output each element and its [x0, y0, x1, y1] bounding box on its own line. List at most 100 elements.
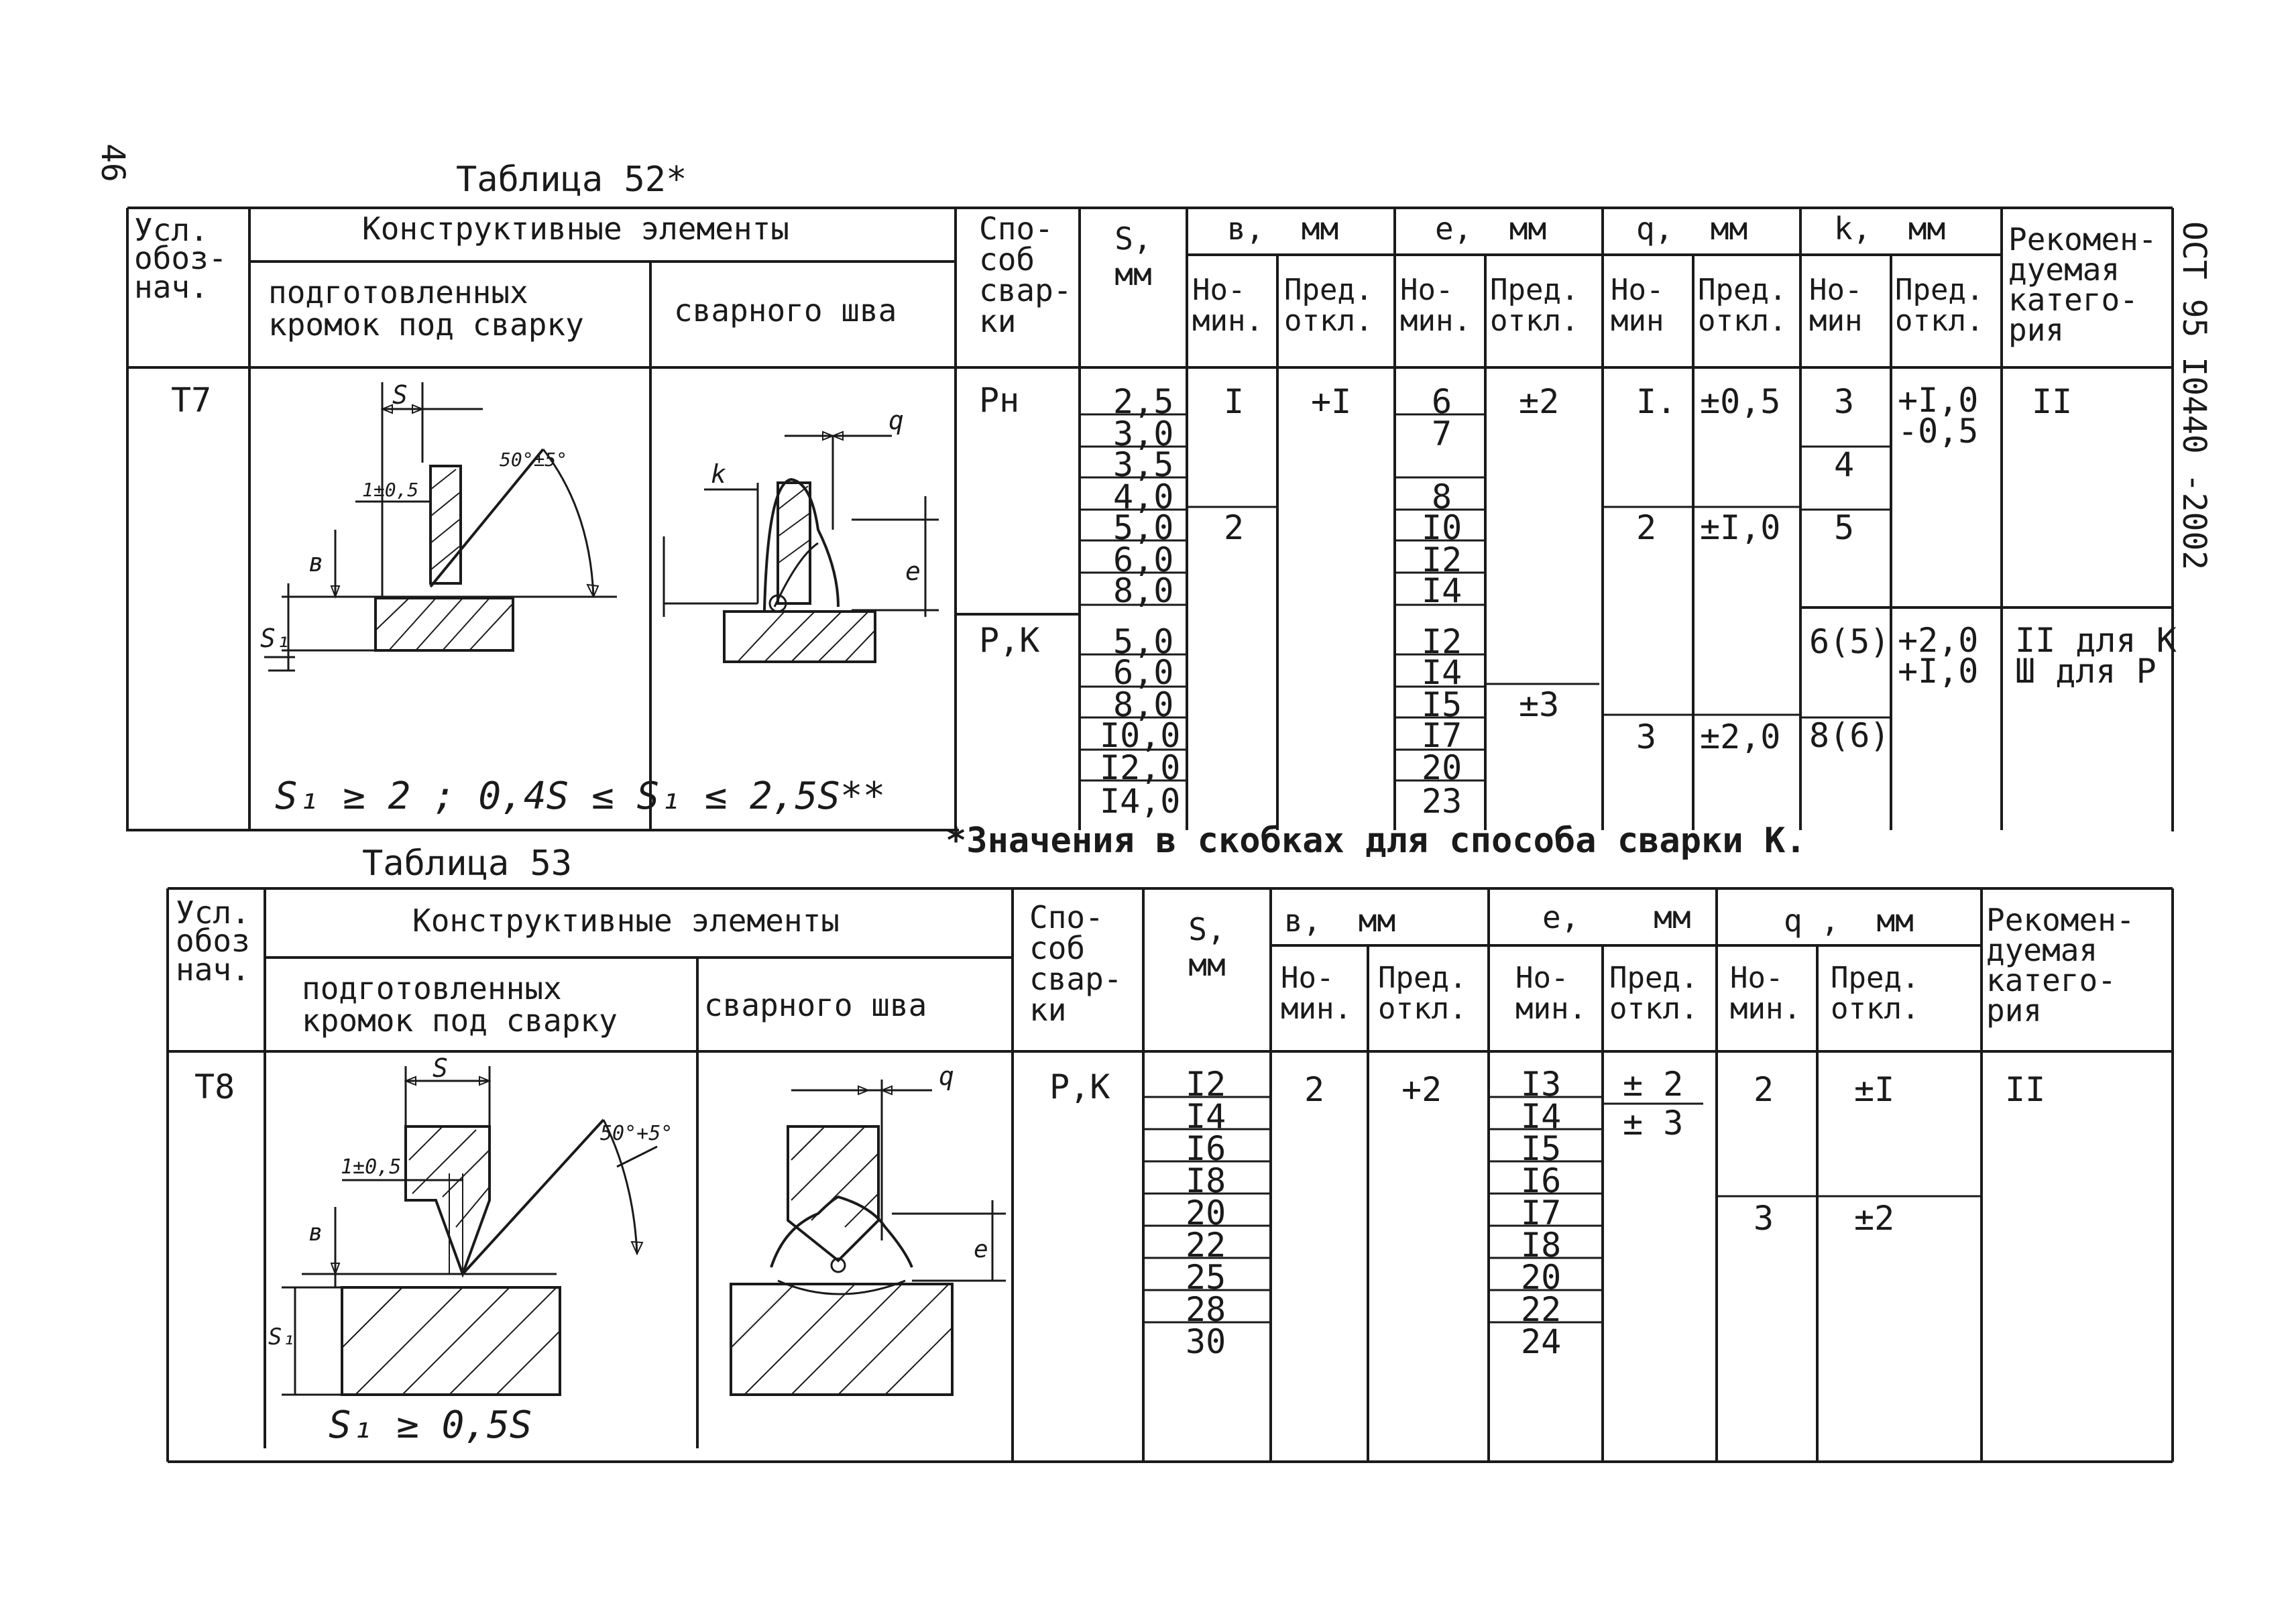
t53-e-nom: I5	[1521, 1129, 1562, 1168]
t53-header-q: q , мм	[1784, 903, 1914, 939]
t52-s-value: 8,0	[1113, 571, 1174, 610]
t53-q-dev: ±2	[1854, 1199, 1895, 1238]
t52-header-weld: сварного шва	[674, 292, 897, 329]
t52-e-nom: I2	[1422, 540, 1462, 579]
t52-k-nom: 3	[1834, 382, 1855, 421]
t52-category: II для К Ш для Р	[2015, 621, 2177, 691]
t53-header-weld: сварного шва	[704, 987, 927, 1023]
t52-dim-e: е	[905, 557, 921, 586]
t52-s-value: I4,0	[1100, 782, 1181, 821]
table53-title: Таблица 53	[362, 844, 573, 884]
t52-q-nom: I.	[1636, 382, 1677, 421]
t53-header-elements: Конструктивные элементы	[412, 903, 840, 939]
t52-e-dev: ±3	[1519, 685, 1560, 724]
t53-prepared-edges-drawing: S 50°+5° 1±0,5 в S₁	[268, 1053, 697, 1411]
t52-k-nom: 4	[1834, 445, 1855, 484]
t52-e-nom-header: Но- мин.	[1400, 273, 1471, 339]
t52-q-nom: 3	[1636, 717, 1657, 756]
t53-s-value: 30	[1186, 1322, 1226, 1361]
t52-dim-s1: S₁	[260, 624, 291, 653]
t52-header-category: Рекомен- дуемая катего- рия	[2008, 221, 2157, 349]
t52-q-nom-header: Но- мин	[1611, 273, 1664, 339]
t53-b-nom: 2	[1304, 1070, 1325, 1109]
t53-e-nom: I7	[1521, 1194, 1562, 1232]
t52-header-q: q, мм	[1636, 211, 1748, 247]
t52-category: II	[2032, 382, 2073, 421]
t53-dim-e: е	[974, 1236, 988, 1263]
t52-k-nom: 6(5)	[1809, 622, 1890, 661]
t53-e-dev: ± 2	[1623, 1065, 1684, 1104]
t52-method-1: Рн	[979, 381, 1020, 420]
t53-q-nom: 2	[1754, 1070, 1774, 1109]
t53-dim-q: q	[939, 1061, 954, 1091]
t53-q-nom: 3	[1754, 1199, 1774, 1238]
t52-designation: Т7	[171, 381, 212, 420]
t52-e-nom: I5	[1422, 685, 1462, 724]
t53-b-nom-header: Но- мин.	[1281, 961, 1352, 1027]
t53-s-value: I6	[1186, 1129, 1226, 1168]
t52-e-nom: I7	[1422, 716, 1462, 755]
t53-e-nom-header: Но- мин.	[1515, 961, 1587, 1027]
t52-e-nom: 8	[1432, 477, 1452, 516]
t52-dim-b: в	[308, 548, 324, 577]
t52-s-value: 6,0	[1113, 540, 1174, 579]
t52-e-nom: 23	[1422, 782, 1462, 821]
t52-b-nom: I	[1224, 382, 1245, 421]
t52-weld-drawing: q k е	[657, 396, 952, 693]
t53-header-e: е, мм	[1542, 899, 1691, 935]
t52-s-value: I2,0	[1100, 748, 1181, 787]
t52-method-2: Р,К	[979, 621, 1040, 660]
t52-s-value: I0,0	[1100, 716, 1181, 755]
t53-e-nom: I3	[1521, 1065, 1562, 1104]
t52-q-nom: 2	[1636, 508, 1657, 547]
t53-e-dev-header: Пред. откл.	[1609, 961, 1699, 1027]
t52-dim-k: k	[711, 459, 726, 489]
t52-k-nom: 5	[1834, 508, 1855, 547]
t52-header-designation: Усл. обоз- нач.	[134, 212, 227, 305]
t53-s-value: 22	[1186, 1226, 1226, 1265]
t52-header-e: е, мм	[1435, 211, 1547, 247]
t52-e-nom: I4	[1422, 571, 1462, 610]
t52-header-s: S, мм	[1114, 221, 1152, 292]
t52-s-value: 3,0	[1113, 414, 1174, 453]
t52-b-nom-header: Но- мин.	[1192, 273, 1263, 339]
t52-header-k: k, мм	[1834, 211, 1946, 247]
t53-s-value: I4	[1186, 1097, 1226, 1136]
t52-q-dev: ±2,0	[1700, 717, 1781, 756]
t52-b-dev-header: Пред. откл.	[1284, 273, 1373, 339]
t53-q-nom-header: Но- мин.	[1730, 961, 1801, 1027]
t52-e-nom: I4	[1422, 653, 1462, 692]
t53-e-nom: I6	[1521, 1161, 1562, 1200]
t53-e-nom: I4	[1521, 1097, 1562, 1136]
t52-b-nom: 2	[1224, 508, 1245, 547]
t52-dim-q: q	[888, 406, 904, 435]
t53-dim-b: в	[308, 1219, 323, 1246]
t53-e-nom: 24	[1521, 1322, 1562, 1361]
t53-method: Р,К	[1049, 1067, 1110, 1106]
t53-header-category: Рекомен- дуемая катего- рия	[1986, 902, 2135, 1029]
table52-title: Таблица 52*	[456, 160, 687, 200]
t53-header-prepared: подготовленных кромок под сварку	[302, 970, 618, 1039]
t52-footnote: *Значения в скобках для способа сварки К…	[945, 821, 1806, 861]
t52-s-value: 5,0	[1113, 508, 1174, 547]
t53-category: II	[2005, 1070, 2046, 1109]
t53-weld-drawing: q е	[711, 1061, 1013, 1404]
t53-b-dev: +2	[1401, 1070, 1442, 1109]
t52-k-nom: 8(6)	[1809, 716, 1890, 755]
t52-header-elements: Конструктивные элементы	[362, 211, 789, 247]
t52-e-dev: ±2	[1519, 382, 1560, 421]
t52-e-nom: I0	[1422, 508, 1462, 547]
t52-e-nom: 7	[1432, 414, 1452, 453]
t53-header-s: S, мм	[1188, 911, 1226, 983]
t52-q-dev: ±I,0	[1700, 508, 1781, 547]
t52-s-value: 2,5	[1113, 382, 1174, 421]
t52-q-dev-header: Пред. откл.	[1698, 273, 1787, 339]
t52-dim-angle: 50°±5°	[500, 449, 567, 471]
t52-s-value: 5,0	[1113, 622, 1174, 661]
t53-header-b: в, мм	[1284, 903, 1396, 939]
t52-k-dev: +2,0 +I,0	[1898, 621, 1979, 691]
